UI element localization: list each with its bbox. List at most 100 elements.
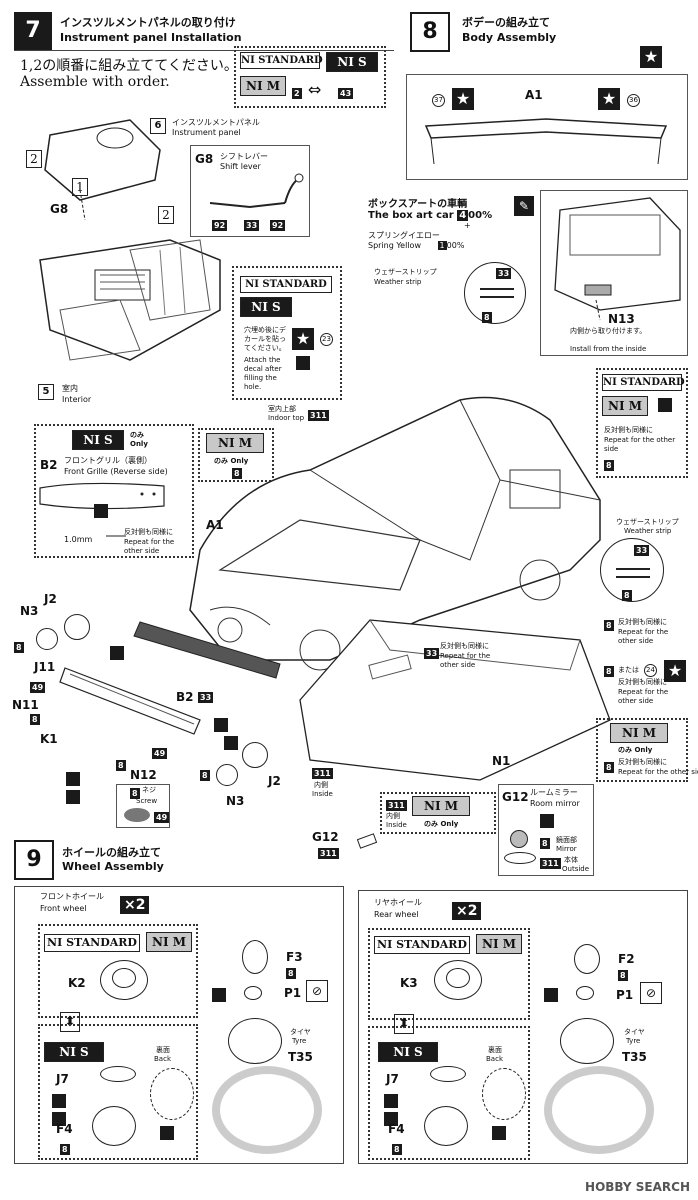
g12-part-drawing (356, 833, 378, 849)
drill-icon (94, 504, 108, 518)
rear-k-label: K3 (400, 976, 418, 990)
order-jp: 1,2の順番に組み立ててください。 (20, 58, 238, 74)
decal-variant-box (232, 266, 342, 400)
rear-variant-box-1 (368, 928, 530, 1020)
g8-num-3: 92 (270, 220, 286, 231)
rear-glue-mid (544, 988, 558, 1002)
grille-box (34, 424, 194, 558)
rear-tyre-en: Tyre (626, 1037, 641, 1045)
part5-box: 5 (38, 384, 54, 400)
rear-k-wheel-inner (446, 968, 470, 988)
weather-en: Weather strip (374, 278, 422, 286)
rear-hub (560, 1018, 614, 1064)
inside-en: Inside (312, 790, 333, 798)
n11-49: 49 (30, 682, 46, 693)
nim-only-box (198, 428, 274, 482)
left-8-a: 8 (14, 642, 24, 653)
screw-swatch (124, 808, 150, 822)
nim-only-en: Only (230, 457, 249, 465)
rear-f2-8: 8 (618, 970, 628, 981)
grille-repeat-jp: 反対側も同様に (124, 528, 173, 536)
weather-33-mid: 33 (634, 545, 650, 556)
g12-mirror-base (504, 852, 536, 864)
j11-grille-drawing (59, 667, 201, 735)
right-repeat-jp: 反対側も同様に (604, 426, 653, 434)
right-variant-box (596, 368, 688, 478)
screw-49: 49 (154, 812, 170, 823)
repeat-33: 33 (424, 648, 440, 659)
nim-only-chip: NI M (206, 433, 264, 453)
indoor-jp: 室内上部 (268, 405, 296, 413)
front-variant-box-1 (38, 924, 198, 1018)
rear-tyre-jp: タイヤ (624, 1028, 645, 1036)
b2-33: 33 (198, 692, 214, 703)
center-8: 8 (200, 770, 210, 781)
nim-bottom-chip: NI M (412, 796, 470, 816)
front-j-label: J7 (56, 1072, 69, 1086)
boxart-plus: + (464, 221, 471, 230)
rear-no-glue-icon: ⊘ (640, 982, 662, 1004)
nim-right-repeat-jp: 反対側も同様に (618, 758, 667, 766)
nim-right-only-en: Only (634, 746, 653, 754)
front-j-part (100, 1066, 136, 1082)
order-en: Assemble with order. (20, 74, 170, 90)
j11-label: J11 (34, 660, 56, 674)
rear-j-part (430, 1066, 466, 1082)
mid-repeat-jp: 反対側も同様に (618, 618, 667, 626)
boxart-pct2-num: 1 (437, 241, 447, 250)
front-k-wheel (100, 960, 148, 1000)
car-body-drawing (189, 396, 601, 671)
j2-right-label: J2 (268, 774, 281, 788)
rear-en: Rear wheel (374, 910, 419, 919)
weather2-en: Weather strip (624, 527, 672, 535)
right-ni-m: NI M (602, 396, 648, 416)
weather-detail-top (464, 262, 526, 324)
rear-mult: ×2 (452, 902, 482, 920)
nim-right-8: 8 (604, 762, 614, 773)
front-k-wheel-inner (112, 968, 136, 988)
mid-8: 8 (604, 620, 614, 631)
g12-mirror-part (510, 830, 528, 848)
order-mark-2b: 2 (158, 206, 174, 224)
g12-label-box: G12 (502, 790, 529, 804)
g12-8: 8 (540, 838, 550, 849)
rear-back-jp: 裏面 (488, 1046, 502, 1054)
weather-strip-top-bar (480, 288, 514, 298)
rear-tyre (544, 1066, 654, 1154)
nim-bottom-box (380, 792, 496, 834)
b2-grille-part-drawing (133, 621, 281, 679)
star-icon-left: ★ (452, 88, 474, 110)
a1-num-36: 36 (627, 94, 640, 107)
grille-only-jp: のみ (130, 431, 144, 439)
g12-jp: ルームミラー (530, 788, 578, 797)
front-f-8: 8 (60, 1144, 70, 1155)
grille-jp: フロントグリル（裏側） (64, 456, 152, 465)
boxart-en2: Spring Yellow (368, 241, 421, 250)
front-glue-icon-2 (52, 1112, 66, 1126)
g12-mirror-jp: 鏡面部 (556, 836, 577, 844)
variant-ni-standard: NI STANDARD (240, 52, 323, 69)
grille-b2-label: B2 (40, 458, 58, 472)
front-glue-icon-1 (52, 1094, 66, 1108)
weather-8-mid: 8 (622, 590, 632, 601)
or-8: 8 (604, 666, 614, 677)
step7-number: 7 (14, 12, 52, 50)
g12-en: Room mirror (530, 799, 580, 808)
a1-num-37: 37 (432, 94, 445, 107)
g8-part-label: G8 (50, 202, 69, 216)
grille-only-en: Only (130, 440, 148, 448)
nim-bottom-only-en: Only (440, 820, 459, 828)
rear-ni-m: NI M (476, 934, 522, 954)
g8-jp: シフトレバー (220, 152, 268, 161)
decal-num-23: 23 (320, 333, 333, 346)
rear-hatch-drawing (554, 197, 681, 321)
n12-8: 8 (116, 760, 126, 771)
center-glue-icon-2 (224, 736, 238, 750)
nim-only-jp: のみ (214, 457, 228, 465)
nim-right-chip: NI M (610, 723, 668, 743)
repeat33-en: Repeat for the other side (440, 652, 491, 669)
front-tyre-en: Tyre (292, 1037, 307, 1045)
step9-title-en: Wheel Assembly (62, 860, 164, 873)
j2-right-part (242, 742, 268, 768)
weather-strip-mid-bar (616, 568, 650, 578)
